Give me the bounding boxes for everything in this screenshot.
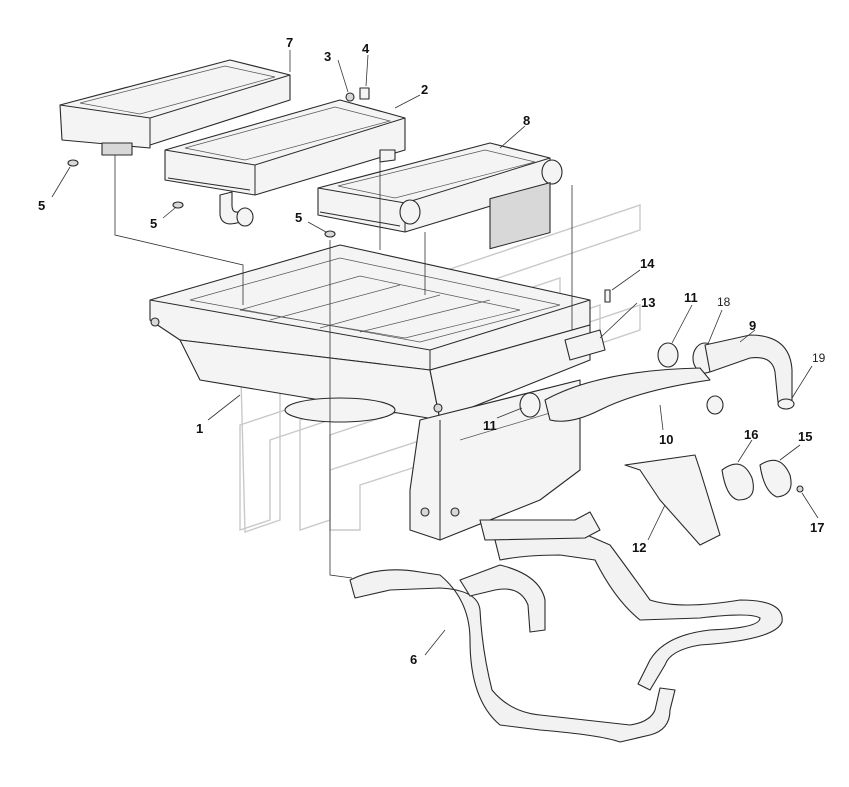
clamp-11b [519, 392, 541, 418]
callout-5b: 5 [150, 216, 157, 231]
callout-8: 8 [523, 113, 530, 128]
callout-9: 9 [749, 318, 756, 333]
cooler-core-7 [59, 59, 291, 156]
callout-11b: 11 [483, 418, 497, 433]
cooler-core-8 [317, 142, 563, 233]
clamp-16 [721, 463, 754, 501]
callout-5c: 5 [295, 210, 302, 225]
callout-16: 16 [744, 427, 758, 442]
fan-shroud-ring [284, 397, 396, 423]
callout-6: 6 [410, 652, 417, 667]
grommet-5c [324, 230, 336, 238]
bolt-14 [604, 289, 611, 303]
leader-lines [51, 50, 819, 656]
bolt-17 [796, 485, 804, 493]
frame-side-panel [489, 182, 551, 250]
callout-3: 3 [324, 49, 331, 64]
air-pipe-10 [544, 367, 724, 422]
cooler-8-outlet [541, 159, 563, 185]
clamp-11a [657, 342, 679, 368]
coolant-hose-6 [349, 511, 783, 743]
callout-17: 17 [810, 520, 824, 535]
bracket-12 [624, 454, 721, 546]
clamp-15 [759, 459, 792, 498]
callout-12: 12 [632, 540, 646, 555]
callout-4: 4 [362, 41, 370, 56]
grommet-5b [172, 201, 184, 209]
cooler-7-port [101, 142, 133, 156]
cooler-core-2 [164, 99, 406, 227]
callout-5a: 5 [38, 198, 45, 213]
callout-18: 18 [717, 295, 731, 309]
intake-pipe-9 [704, 334, 795, 410]
callouts: 7 3 4 2 8 5 5 5 14 13 11 18 9 19 1 11 10… [38, 35, 826, 667]
frame-assembly-1 [149, 182, 591, 541]
bracket-13 [564, 329, 606, 361]
callout-7: 7 [286, 35, 293, 50]
fitting-3 [345, 92, 355, 102]
callout-14: 14 [640, 256, 655, 271]
callout-2: 2 [421, 82, 428, 97]
callout-19: 19 [812, 351, 826, 365]
callout-13: 13 [641, 295, 655, 310]
cooler-8-inlet [399, 199, 421, 225]
callout-1: 1 [196, 421, 203, 436]
callout-11a: 11 [684, 290, 698, 305]
callout-15: 15 [798, 429, 812, 444]
callout-10: 10 [659, 432, 673, 447]
grommet-5a [67, 159, 79, 167]
fitting-4 [359, 87, 370, 100]
